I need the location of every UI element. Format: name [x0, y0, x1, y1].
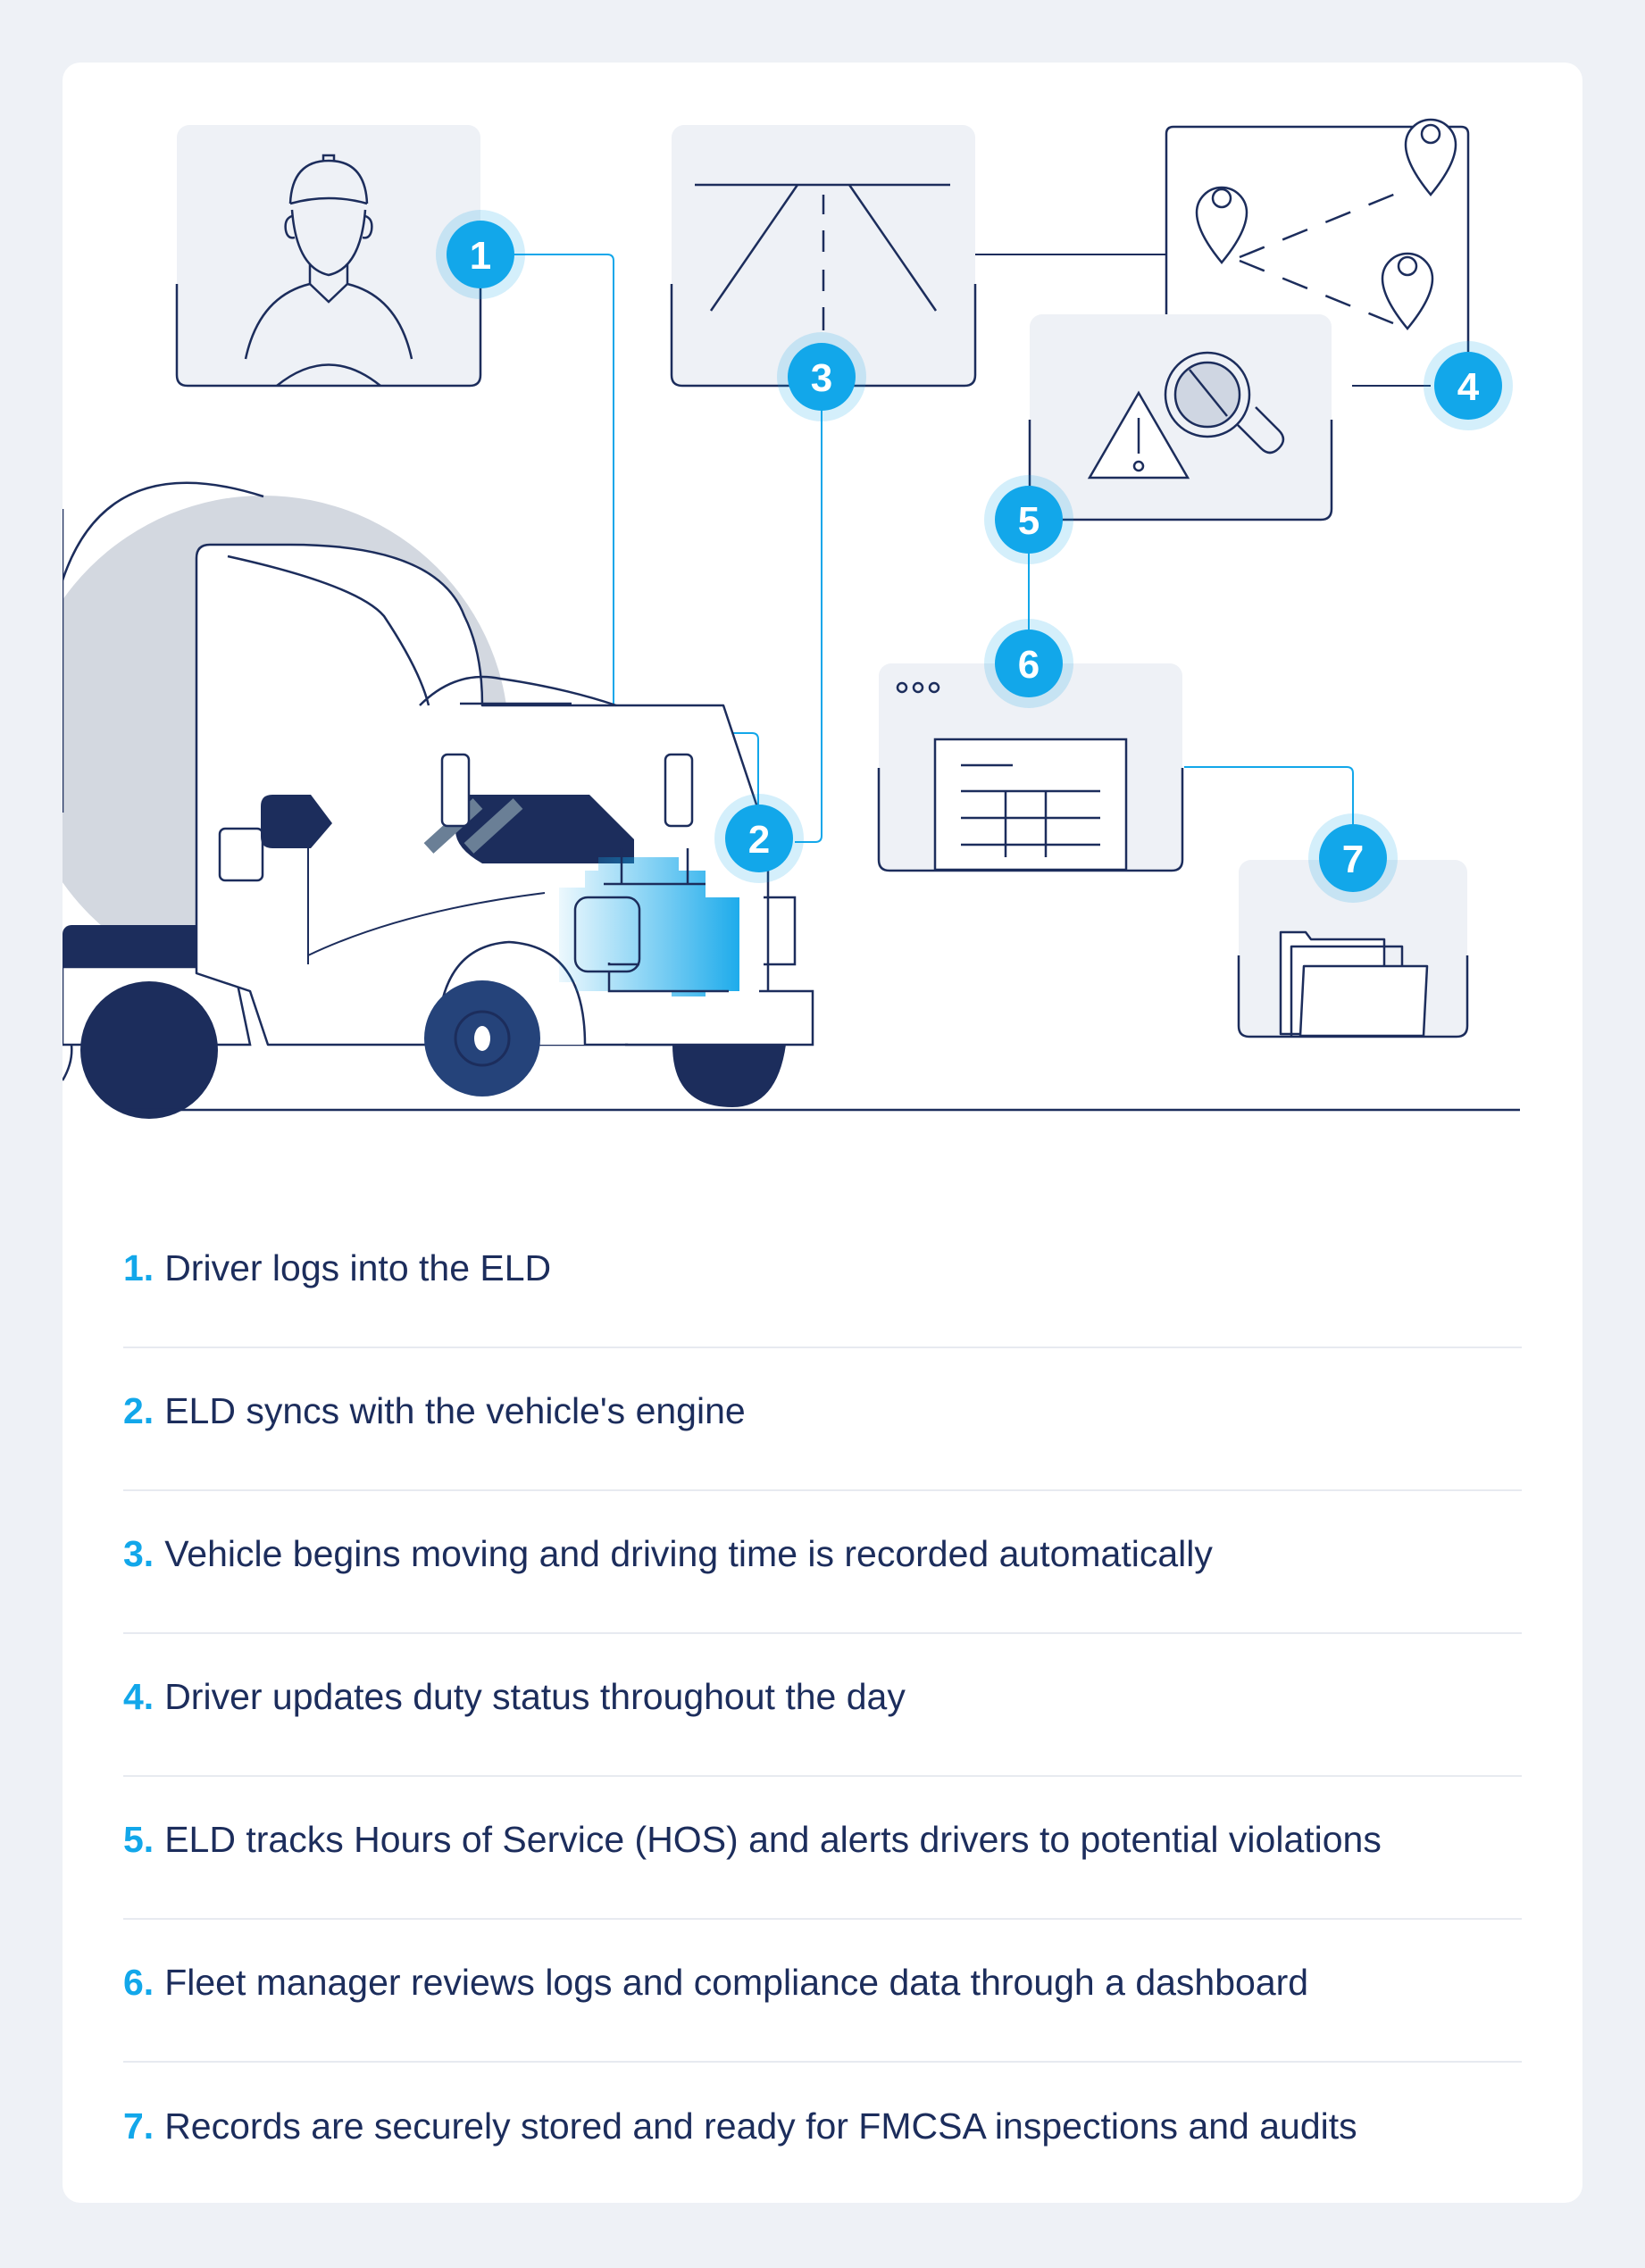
step-text: ELD tracks Hours of Service (HOS) and al… [164, 1818, 1382, 1860]
svg-text:7: 7 [1342, 838, 1364, 881]
step-item-1: 1. Driver logs into the ELD [123, 1205, 1522, 1348]
step-text: ELD syncs with the vehicle's engine [164, 1389, 746, 1431]
svg-text:3: 3 [811, 356, 832, 400]
step-marker-2: 2 [714, 794, 804, 883]
step-item-3: 3. Vehicle begins moving and driving tim… [123, 1491, 1522, 1634]
step-number: 1. [123, 1247, 154, 1288]
step-text: Records are securely stored and ready fo… [164, 2105, 1357, 2147]
step-item-2: 2. ELD syncs with the vehicle's engine [123, 1348, 1522, 1491]
folder-icon [1237, 860, 1469, 1038]
svg-text:6: 6 [1018, 643, 1040, 687]
step-number: 6. [123, 1961, 154, 2003]
step-item-6: 6. Fleet manager reviews logs and compli… [123, 1920, 1522, 2063]
step-number: 5. [123, 1818, 154, 1860]
svg-text:2: 2 [748, 818, 770, 862]
truck-icon [63, 481, 814, 1119]
step-number: 7. [123, 2105, 154, 2147]
step-text: Vehicle begins moving and driving time i… [164, 1532, 1213, 1574]
step-text: Driver logs into the ELD [164, 1247, 552, 1288]
step-marker-7: 7 [1308, 813, 1398, 903]
dashboard-window-icon [877, 663, 1184, 872]
alert-search-icon [1028, 314, 1333, 521]
driver-icon [175, 125, 482, 388]
infographic-card: 1 2 3 4 5 [63, 63, 1582, 2203]
step-text: Fleet manager reviews logs and complianc… [164, 1961, 1309, 2003]
step-item-4: 4. Driver updates duty status throughout… [123, 1634, 1522, 1777]
step-item-7: 7. Records are securely stored and ready… [123, 2063, 1522, 2203]
step-marker-4: 4 [1424, 341, 1513, 430]
step-number: 2. [123, 1389, 154, 1431]
step-number: 3. [123, 1532, 154, 1574]
step-number: 4. [123, 1675, 154, 1717]
svg-text:4: 4 [1457, 365, 1480, 409]
panel-links [975, 254, 1431, 387]
step-marker-6: 6 [984, 619, 1073, 708]
step-marker-1: 1 [436, 210, 525, 299]
eld-process-illustration: 1 2 3 4 5 [63, 118, 1520, 1119]
step-markers: 1 2 3 4 5 [436, 210, 1513, 903]
step-text: Driver updates duty status throughout th… [164, 1675, 906, 1717]
map-pins-icon [1165, 118, 1470, 420]
engine-icon [559, 848, 739, 996]
step-marker-3: 3 [777, 332, 866, 421]
svg-text:5: 5 [1018, 499, 1040, 543]
step-item-5: 5. ELD tracks Hours of Service (HOS) and… [123, 1777, 1522, 1920]
road-icon [670, 125, 977, 388]
step-marker-5: 5 [984, 475, 1073, 564]
steps-list: 1. Driver logs into the ELD 2. ELD syncs… [123, 1205, 1522, 2203]
svg-text:1: 1 [470, 234, 491, 278]
